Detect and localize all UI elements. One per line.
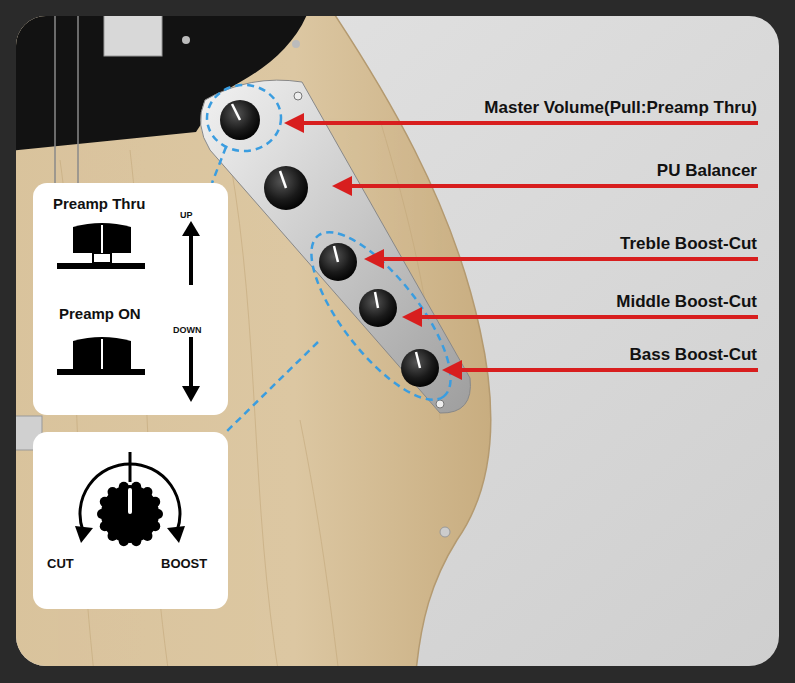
switch-base xyxy=(57,369,145,375)
inset-label: CUT xyxy=(47,556,74,571)
text-slot: CUT xyxy=(47,554,74,572)
knob xyxy=(401,349,439,387)
switch-stem xyxy=(93,253,111,263)
control-plate xyxy=(201,80,471,413)
inset-box: CUT BOOST xyxy=(33,432,228,609)
string xyxy=(54,16,56,190)
neck-plate xyxy=(104,16,162,56)
arrow-head xyxy=(364,249,384,269)
string xyxy=(77,16,79,190)
control-label: Bass Boost-Cut xyxy=(629,345,757,364)
label-slot: PU Balancer xyxy=(657,161,757,181)
strap-button xyxy=(440,527,450,537)
control-label: Treble Boost-Cut xyxy=(620,234,757,253)
red-arrows xyxy=(284,113,758,380)
inset-label: Preamp Thru xyxy=(53,195,146,212)
knob-pointer xyxy=(416,352,420,368)
label-slot: Middle Boost-Cut xyxy=(616,292,757,312)
control-label: Master Volume(Pull:Preamp Thru) xyxy=(484,98,757,117)
arrow-line xyxy=(380,257,758,261)
guitar-body xyxy=(16,16,491,666)
control-label: PU Balancer xyxy=(657,161,757,180)
knob-pointer xyxy=(232,104,240,120)
inset-label: Preamp ON xyxy=(59,305,141,322)
knob-pointer xyxy=(375,292,378,308)
arc-arrow-head xyxy=(75,526,93,543)
inset-box: Preamp ThruUP Preamp ON DOWN xyxy=(33,183,228,415)
up-arrow xyxy=(189,233,193,285)
knob-pointer xyxy=(334,246,338,262)
knob xyxy=(264,166,308,210)
label-slot: Treble Boost-Cut xyxy=(620,234,757,254)
arrow-line xyxy=(300,121,758,125)
arrow-line xyxy=(348,184,758,188)
dashed-ring xyxy=(207,85,281,151)
switch-line xyxy=(101,339,103,369)
text-slot: Preamp ON xyxy=(59,305,141,323)
down-arrow xyxy=(189,337,193,389)
inset-icon xyxy=(33,183,228,415)
arrow-line xyxy=(418,315,758,319)
screw xyxy=(294,92,302,100)
knob xyxy=(359,289,397,327)
knobs xyxy=(220,100,439,387)
direction-label: DOWN xyxy=(173,325,202,335)
text-slot: DOWN xyxy=(173,319,202,337)
knob-pointer xyxy=(128,490,132,512)
screw xyxy=(292,40,300,48)
knob xyxy=(319,243,357,281)
knob-body xyxy=(101,485,159,543)
center-tick xyxy=(129,452,132,482)
knob-pointer xyxy=(280,171,286,188)
label-slot: Master Volume(Pull:Preamp Thru) xyxy=(484,98,757,118)
arrow-line xyxy=(458,368,758,372)
screw xyxy=(436,400,444,408)
knob-icon xyxy=(75,452,185,546)
arc-arrow-head xyxy=(167,526,185,543)
arrow-head xyxy=(442,360,462,380)
text-slot: BOOST xyxy=(161,554,207,572)
switch-cap xyxy=(73,223,131,253)
label-slot: Bass Boost-Cut xyxy=(629,345,757,365)
switch-cap xyxy=(73,337,131,369)
inset-icon xyxy=(33,432,228,609)
direction-label: UP xyxy=(180,210,193,220)
text-slot: Preamp Thru xyxy=(53,195,146,213)
knob xyxy=(220,100,260,140)
switch-icons xyxy=(57,221,200,402)
screw xyxy=(182,36,190,44)
arrow-head xyxy=(402,307,422,327)
switch-line xyxy=(101,225,103,253)
dashed-leader xyxy=(212,147,226,183)
down-arrow-head xyxy=(182,386,200,402)
dashed-leader xyxy=(226,342,318,432)
inset-label: BOOST xyxy=(161,556,207,571)
control-label: Middle Boost-Cut xyxy=(616,292,757,311)
text-slot: UP xyxy=(180,204,193,222)
arrow-head xyxy=(284,113,304,133)
up-arrow-head xyxy=(182,221,200,236)
arrow-head xyxy=(332,176,352,196)
